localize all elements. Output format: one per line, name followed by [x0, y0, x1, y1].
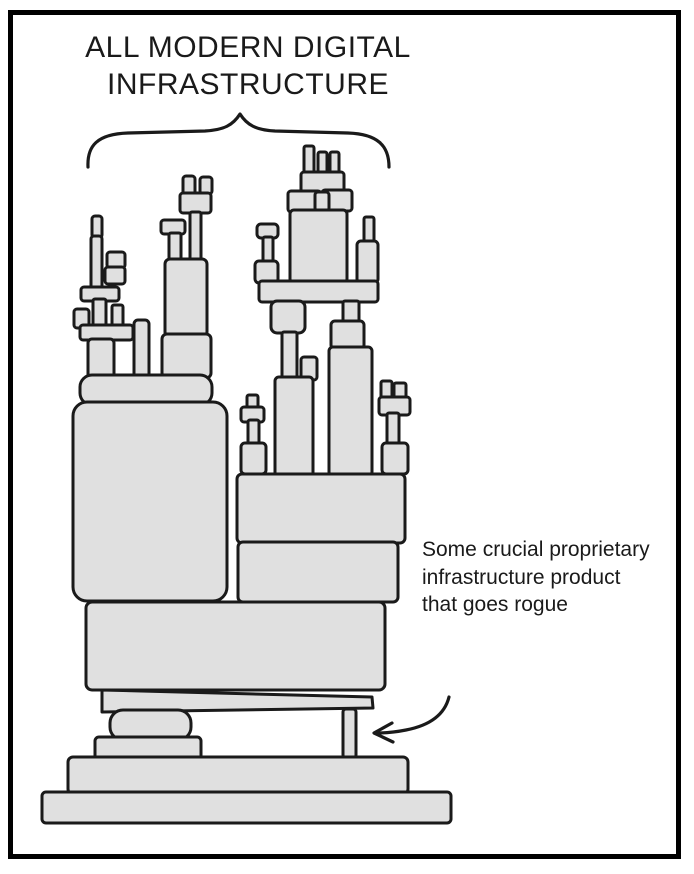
annotation-line-2: infrastructure product [422, 565, 621, 589]
tower-base-blocks [40, 600, 453, 825]
title-line-1: ALL MODERN DIGITAL [85, 31, 411, 64]
tower-top-left-cluster [72, 214, 151, 381]
tower-columns-and-bolts [239, 345, 412, 479]
tower-top-middle-cluster [159, 174, 214, 380]
tower-top-right-cluster [253, 144, 380, 382]
annotation-arrow-icon [372, 695, 451, 744]
crucial-dependency-block [341, 707, 358, 760]
title-line-2: INFRASTRUCTURE [107, 68, 389, 101]
annotation-line-3: that goes rogue [422, 593, 568, 616]
comic-panel-border [8, 10, 681, 859]
comic-title: ALL MODERN DIGITAL INFRASTRUCTURE [28, 29, 468, 103]
curly-brace-icon [86, 112, 391, 169]
annotation-label: Some crucial proprietary infrastructure … [422, 536, 674, 619]
annotation-line-1: Some crucial proprietary [422, 538, 650, 561]
tower-middle-blocks [71, 373, 407, 604]
